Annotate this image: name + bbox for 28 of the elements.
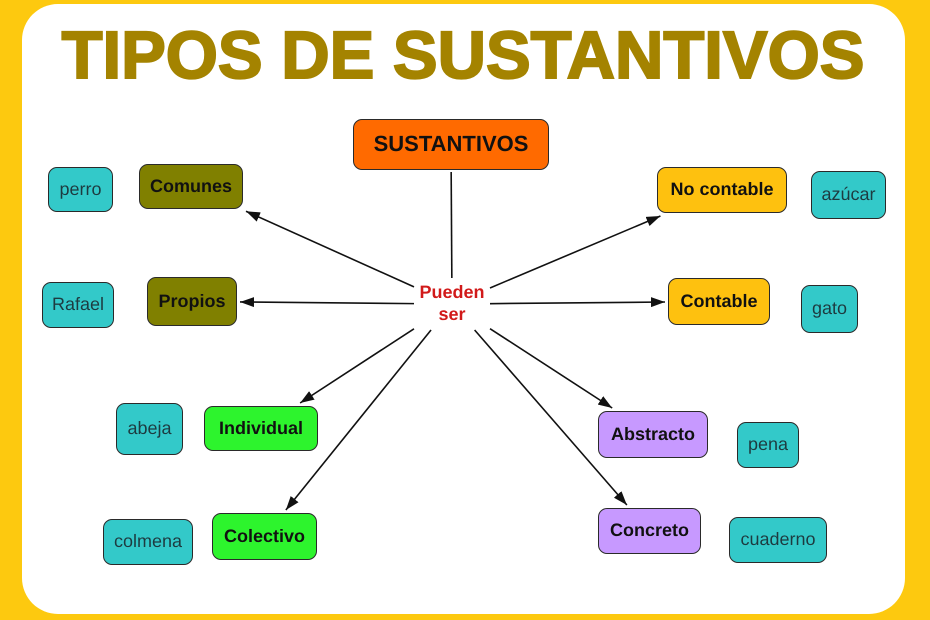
arrow — [490, 297, 665, 308]
arrow — [490, 328, 613, 409]
category-box: Colectivo — [212, 513, 317, 560]
category-box: Contable — [668, 278, 770, 325]
category-box: Individual — [204, 406, 318, 451]
example-box: Rafael — [42, 282, 114, 328]
linking-phrase: Pueden ser — [418, 282, 486, 326]
title: TIPOS DE SUSTANTIVOS — [60, 22, 866, 89]
category-box: Abstracto — [598, 411, 708, 458]
example-box: perro — [48, 167, 113, 212]
root-concept-box: SUSTANTIVOS — [353, 119, 549, 170]
example-box: colmena — [103, 519, 193, 565]
category-box: No contable — [657, 167, 787, 213]
example-box: pena — [737, 422, 799, 468]
arrow — [246, 210, 414, 288]
arrow — [490, 215, 661, 289]
category-box: Concreto — [598, 508, 701, 554]
connector-line — [450, 172, 453, 278]
arrow — [240, 297, 414, 308]
category-box: Comunes — [139, 164, 243, 209]
arrow — [285, 330, 432, 510]
example-box: azúcar — [811, 171, 886, 219]
example-box: gato — [801, 285, 858, 333]
example-box: cuaderno — [729, 517, 827, 563]
arrow — [300, 328, 414, 404]
arrow — [474, 329, 628, 506]
example-box: abeja — [116, 403, 183, 455]
category-box: Propios — [147, 277, 237, 326]
